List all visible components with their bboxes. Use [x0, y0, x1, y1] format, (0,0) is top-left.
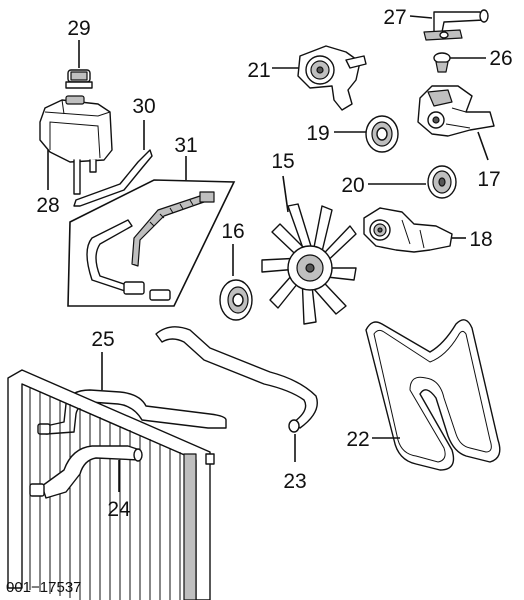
radiator	[7, 369, 215, 600]
callout-20: 20	[341, 174, 364, 197]
callout-21: 21	[247, 59, 270, 82]
callout-31: 31	[174, 134, 197, 157]
part-22-serpentine-belt	[365, 319, 501, 471]
part-29-reservoir-cap	[65, 40, 93, 89]
part-26-thermostat	[433, 52, 486, 73]
callout-18: 18	[469, 228, 492, 251]
callout-29: 29	[67, 17, 90, 40]
callout-27: 27	[383, 6, 406, 29]
callout-25: 25	[91, 328, 114, 351]
part-19-idler-pulley	[334, 115, 399, 153]
figure-id-label: 001−17537	[6, 579, 82, 596]
callout-15: 15	[271, 150, 294, 173]
callout-22: 22	[346, 428, 369, 451]
callout-24: 24	[107, 498, 131, 521]
part-27-water-outlet	[409, 9, 489, 41]
part-24-inlet-hose	[29, 445, 143, 499]
callout-19: 19	[306, 122, 329, 145]
callout-16: 16	[221, 220, 244, 243]
callout-17: 17	[477, 168, 500, 191]
part-18-tensioner-bracket	[363, 207, 466, 253]
part-30-overflow-hose	[73, 120, 153, 207]
callout-30: 30	[132, 95, 155, 118]
callout-23: 23	[283, 470, 306, 493]
part-31-bypass-hose-assembly	[67, 156, 236, 307]
part-28-coolant-reservoir	[39, 95, 113, 195]
part-20-idler-pulley	[368, 165, 457, 199]
callout-26: 26	[489, 47, 512, 70]
part-17-water-pump	[417, 85, 495, 161]
part-21-belt-tensioner	[272, 45, 367, 111]
callout-28: 28	[36, 194, 59, 217]
part-15-cooling-fan	[261, 175, 357, 325]
part-16-fan-spacer	[219, 244, 253, 321]
part-23-lower-hose	[155, 326, 318, 462]
